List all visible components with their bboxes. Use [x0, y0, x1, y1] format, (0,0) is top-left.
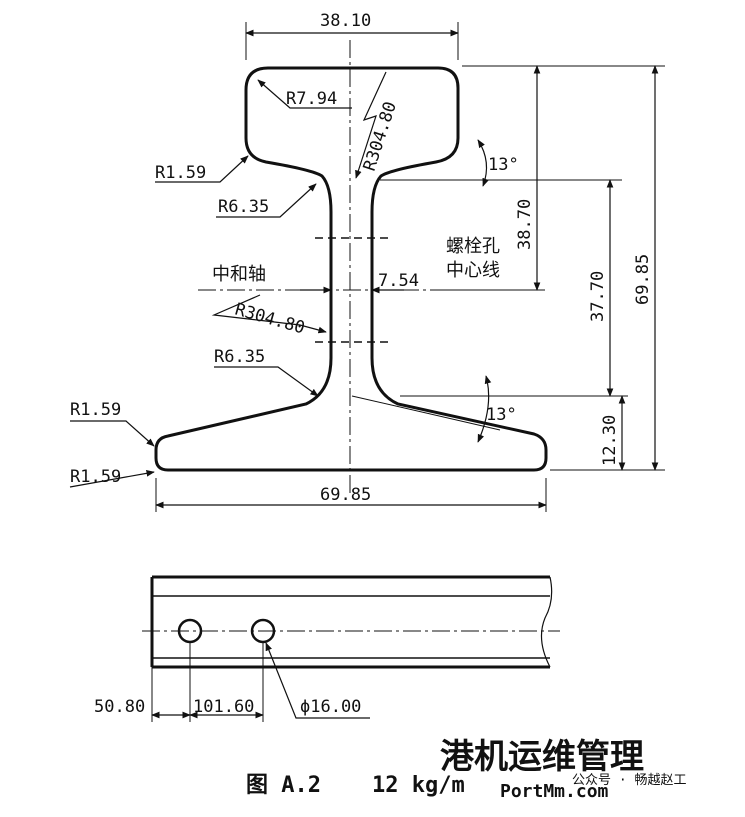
leader-r635-top: [216, 183, 317, 218]
head-angle-arc: [477, 139, 489, 187]
brand-watermark: 港机运维管理: [440, 737, 644, 777]
brand-url-watermark: PortMm.com: [500, 781, 609, 802]
leader-r304-top: [355, 71, 387, 179]
base-width-label: 69.85: [320, 485, 371, 505]
base-angle-label: 13°: [486, 405, 517, 425]
side-break-line: [540, 576, 553, 668]
base-thickness-label: 12.30: [600, 415, 620, 466]
leader-r159-head: [155, 155, 249, 183]
rail-cross-section: [69, 22, 665, 512]
rail-side-view: [142, 575, 560, 722]
hole-diameter-leader: [265, 642, 370, 719]
neutral-axis-label: 中和轴: [212, 264, 266, 285]
figure-caption-id: 图 A.2: [246, 773, 321, 798]
leader-r635-bottom: [214, 366, 319, 397]
head-angle-label: 13°: [488, 155, 519, 175]
head-width-label: 38.10: [320, 11, 371, 31]
radius-base-top-edge-label: R1.59: [70, 400, 121, 420]
leader-r794: [257, 79, 352, 109]
figure-caption-weight: 12 kg/m: [372, 773, 465, 798]
radius-base-bottom-edge-label: R1.59: [70, 467, 121, 487]
total-height-label: 69.85: [633, 254, 653, 305]
base-angle-arc: [477, 375, 492, 443]
head-to-bolt-label: 38.70: [515, 199, 535, 250]
radius-web-bottom-fillet-label: R6.35: [214, 347, 265, 367]
leader-r159-base-top: [70, 420, 155, 447]
bolt-hole-label-line-2: 中心线: [446, 260, 500, 281]
leader-r159-base-bottom: [69, 470, 155, 488]
hole-diameter-label: ϕ16.00: [300, 697, 361, 717]
wechat-watermark: 公众号 · 畅越赵工: [572, 773, 686, 788]
web-thickness-label: 7.54: [378, 271, 419, 291]
radius-web-top-fillet-label: R6.35: [218, 197, 269, 217]
radius-web-lower-arc-label: R304.80: [233, 300, 307, 339]
bolt-to-base-label: 37.70: [588, 271, 608, 322]
leader-r304-bottom: [211, 294, 327, 334]
end-offset-label: 50.80: [94, 697, 145, 717]
bolt-hole-label-line-1: 螺栓孔: [446, 236, 500, 257]
rail-profile-outline: [154, 66, 548, 472]
radius-head-corner-label: R7.94: [286, 89, 337, 109]
radius-head-under-label: R1.59: [155, 163, 206, 183]
hole-spacing-label: 101.60: [193, 697, 254, 717]
radius-web-upper-arc-label: R304.80: [360, 99, 401, 173]
